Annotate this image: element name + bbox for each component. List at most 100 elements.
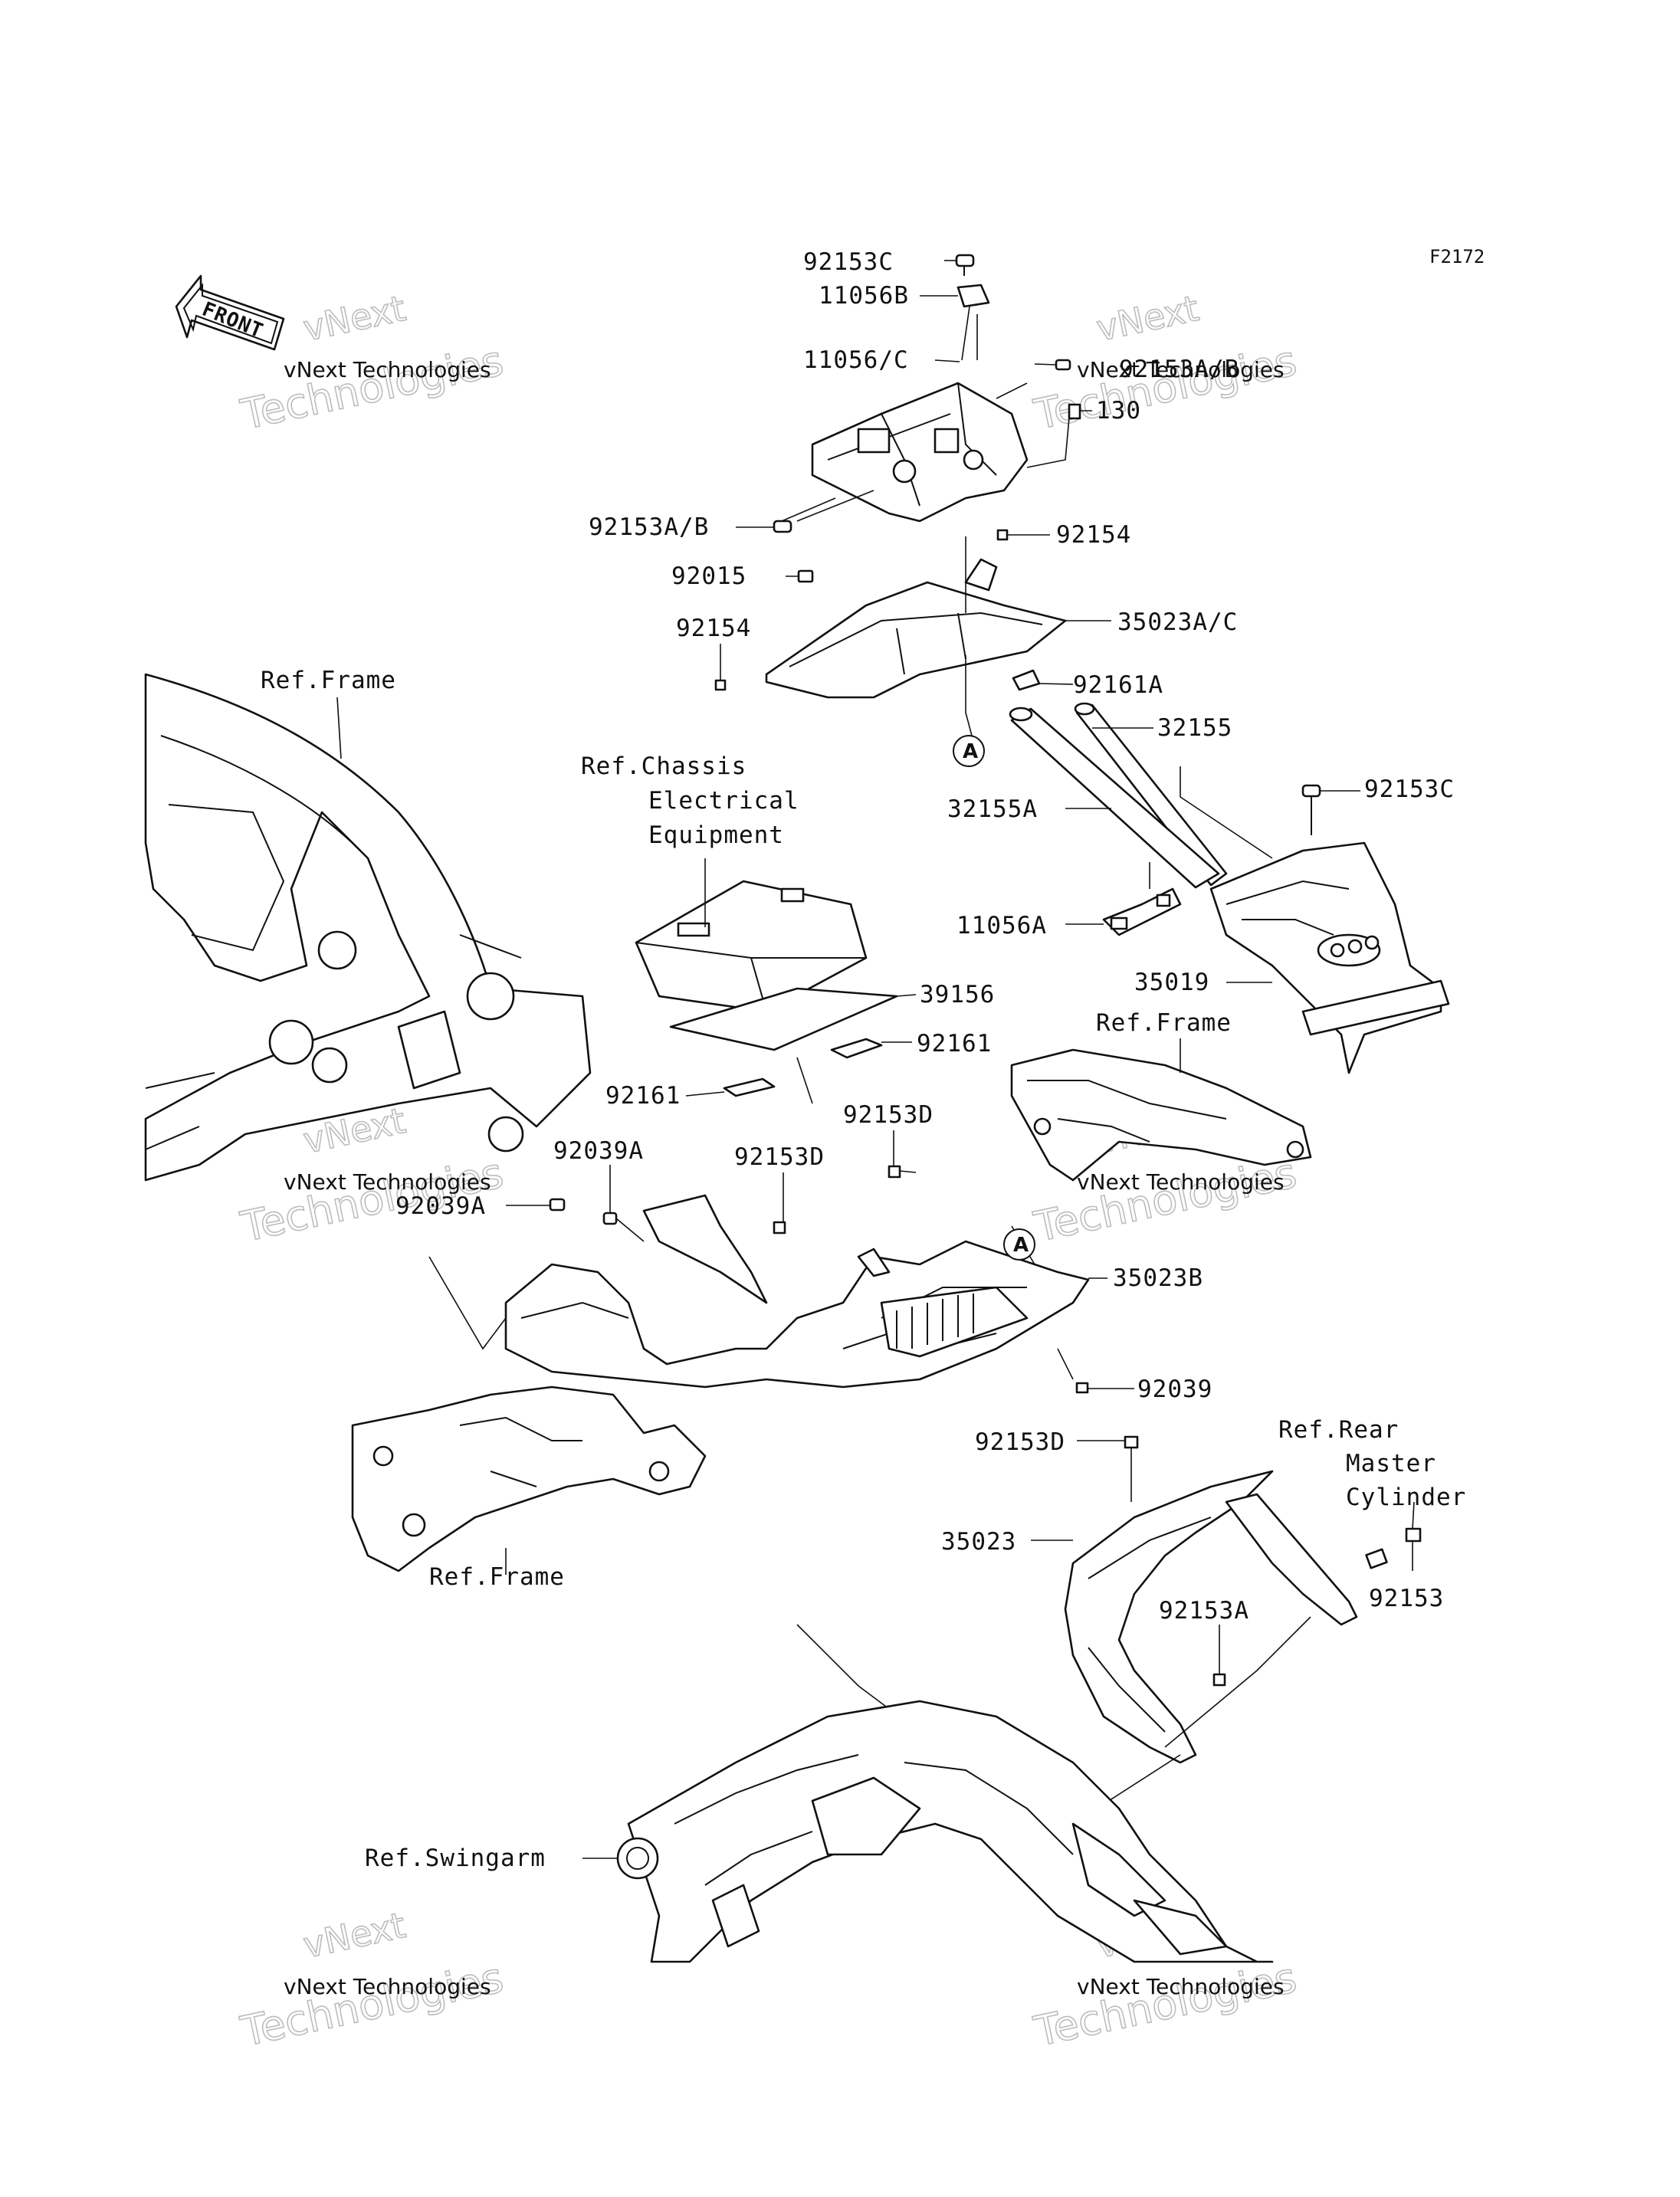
callout-11056B: 11056B	[819, 282, 909, 310]
pad-92161-left-icon	[723, 1077, 776, 1097]
watermark-word-vnext: vNext	[300, 1904, 409, 1966]
collar-130-icon	[1068, 403, 1081, 420]
callout-11056A: 11056A	[956, 912, 1047, 939]
callout-92039: 92039	[1137, 1376, 1212, 1403]
watermark-top-left: vNext Technologies vNext Technologies	[236, 287, 508, 440]
pad-92161-right-icon	[830, 1038, 883, 1059]
clip-11056B-icon	[956, 284, 990, 308]
ref-frame-right-label: Ref.Frame	[1096, 1009, 1232, 1037]
leader-32155-to-35019	[1180, 766, 1273, 859]
battery	[635, 880, 868, 1013]
bolt-rear-master-icon	[1365, 1527, 1422, 1569]
bracket-35023AC	[765, 558, 1067, 699]
callout-92039A-lower: 92039A	[395, 1192, 486, 1220]
pipe-32155A	[1009, 707, 1220, 889]
watermark-word-technologies: Technologies	[1030, 1953, 1301, 2056]
figure-code: F2172	[1429, 246, 1485, 267]
leader-92153AB-left	[736, 490, 874, 528]
callout-92015: 92015	[671, 562, 746, 590]
watermark-word-technologies: Technologies	[237, 336, 507, 439]
clip-11056A	[1102, 887, 1182, 936]
bolt-92154-right-icon	[996, 529, 1009, 541]
ref-frame-top-label: Ref.Frame	[261, 667, 396, 694]
frame-lower-left	[351, 1385, 707, 1572]
screw-right-icon	[1055, 359, 1071, 371]
callout-35023AC: 35023A/C	[1117, 608, 1238, 636]
callout-32155: 32155	[1157, 714, 1232, 742]
callout-92161-left: 92161	[605, 1082, 681, 1110]
bracket-35019	[1209, 841, 1450, 1074]
side-cover-35023	[1064, 1470, 1358, 1764]
leader-39156	[896, 994, 917, 997]
bolt-92153D-upper-icon	[888, 1165, 901, 1179]
marker-a-top: A	[953, 735, 985, 767]
watermark-word-technologies: Technologies	[1030, 336, 1301, 439]
watermark-word-vnext: vNext	[300, 287, 409, 349]
marker-a-mid: A	[1003, 1228, 1035, 1261]
leader-11056C	[934, 306, 978, 362]
watermark-company: vNext Technologies	[284, 1974, 491, 1999]
frame-right-piece	[1010, 1048, 1312, 1182]
callout-92154-right: 92154	[1056, 521, 1131, 549]
leader-rear-master	[1412, 1501, 1415, 1571]
leader-a-top	[965, 655, 973, 736]
leader-35023-right	[1164, 1616, 1311, 1748]
leader-11056A	[1065, 862, 1150, 925]
leader-mat-down	[796, 1057, 813, 1104]
callout-92153D-mid: 92153D	[734, 1143, 825, 1171]
leader-92153AB-right	[996, 363, 1057, 399]
swingarm	[616, 1700, 1274, 1963]
leader-92153D-lower	[1077, 1440, 1132, 1502]
ref-rear-line3: Cylinder	[1346, 1484, 1466, 1511]
front-direction-arrow-icon: FRONT	[175, 274, 285, 351]
nut-92015-icon	[797, 569, 814, 583]
bolt-92154-left-icon	[714, 679, 727, 691]
callout-92153C-top: 92153C	[803, 248, 894, 276]
bolt-92039-icon	[1075, 1382, 1089, 1394]
frame-upper-left	[144, 673, 592, 1182]
callout-35023B: 35023B	[1113, 1264, 1203, 1292]
clip-92039A-lower-icon	[549, 1198, 566, 1212]
screw-92153C-right-icon	[1301, 784, 1321, 835]
screw-92153C-top-icon	[955, 254, 975, 276]
clip-92039A-upper-icon	[602, 1212, 618, 1225]
ref-rear-line2: Master	[1346, 1450, 1436, 1477]
callout-32155A: 32155A	[947, 795, 1038, 823]
callout-92153A: 92153A	[1159, 1597, 1249, 1625]
callout-92153: 92153	[1369, 1585, 1444, 1612]
watermark-word-vnext: vNext	[1093, 287, 1203, 349]
undertray-35023B	[504, 1194, 1090, 1389]
watermark-company: vNext Technologies	[284, 1169, 491, 1195]
callout-92153AB-left: 92153A/B	[589, 513, 709, 541]
bolt-92153A-icon	[1212, 1673, 1226, 1687]
leader-92161-left	[685, 1091, 725, 1097]
seat-lock-assembly	[811, 382, 1029, 523]
callout-35019: 35019	[1134, 969, 1209, 996]
screw-92153AB-left-icon	[773, 520, 792, 533]
ref-frame-bottom-label: Ref.Frame	[429, 1563, 565, 1591]
callout-130: 130	[1096, 397, 1141, 425]
leader-130	[1026, 410, 1092, 468]
callout-11056C: 11056/C	[803, 346, 909, 374]
leader-92039A-upper	[609, 1165, 645, 1242]
leader-92039A-lower	[428, 1205, 550, 1350]
bolt-92153D-lower-icon	[1124, 1435, 1139, 1449]
ref-swingarm-label: Ref.Swingarm	[365, 1844, 546, 1872]
marker-a-mid-text: A	[1013, 1234, 1029, 1257]
ref-chassis-line2: Electrical	[648, 787, 799, 815]
marker-a-top-text: A	[963, 740, 978, 763]
leader-35023AC	[965, 536, 1111, 621]
watermark-bottom-left: vNext Technologies vNext Technologies	[236, 1904, 508, 2057]
callout-92039A-upper: 92039A	[553, 1137, 644, 1165]
callout-39156: 39156	[920, 981, 995, 1008]
callout-92153D-lower: 92153D	[975, 1428, 1065, 1456]
callout-92161A: 92161A	[1073, 671, 1163, 699]
leader-92153D-upper	[893, 1130, 917, 1173]
ref-chassis-line1: Ref.Chassis	[581, 753, 746, 780]
watermark-company: vNext Technologies	[1077, 357, 1285, 382]
leader-92039	[1057, 1348, 1134, 1389]
callout-92161-right: 92161	[917, 1030, 992, 1058]
watermark-company: vNext Technologies	[1077, 1169, 1285, 1195]
leader-ref-frame-top	[336, 697, 342, 759]
